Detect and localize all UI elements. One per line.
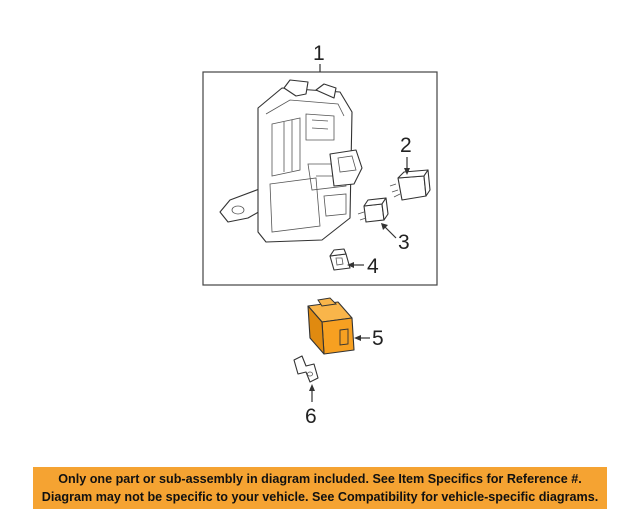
callout-1: 1 [313,42,325,65]
leader-2-arrow [404,168,410,175]
callout-3: 3 [398,231,410,254]
leader-4-arrow [347,262,354,268]
relay-part-3 [357,197,389,223]
disclaimer-line-2: Diagram may not be specific to your vehi… [41,490,599,504]
parts-diagram: 1 2 [202,42,438,428]
leader-5-arrow [354,335,361,341]
leader-3 [383,225,397,239]
callout-4: 4 [367,255,379,278]
relay-part-2 [389,169,431,201]
callout-2: 2 [400,134,412,157]
bracket-part-6 [293,355,319,383]
callout-6: 6 [305,405,317,428]
junction-block [219,79,363,243]
fuse-part-4 [329,248,351,271]
disclaimer-line-1: Only one part or sub-assembly in diagram… [58,472,582,486]
relay-part-5-highlighted [307,297,355,355]
leader-3-arrow [381,223,388,230]
disclaimer-banner: Only one part or sub-assembly in diagram… [33,467,607,509]
callout-5: 5 [372,327,384,350]
leader-6-arrow [309,384,315,391]
